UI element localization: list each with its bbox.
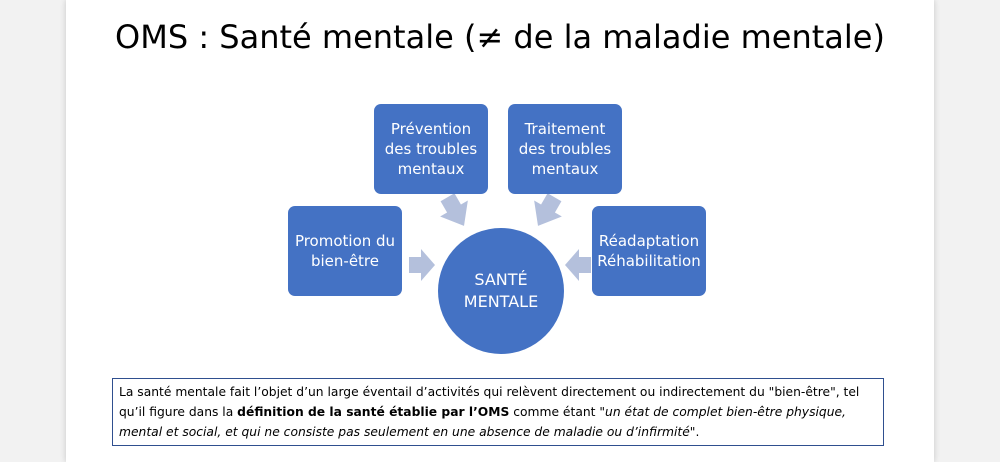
box-traitement: Traitement des troubles mentaux: [508, 104, 622, 194]
definition-text: La santé mentale fait l’objet d’un large…: [119, 385, 860, 419]
arrow-prevention: [440, 193, 468, 226]
slide: OMS : Santé mentale (≠ de la maladie men…: [66, 0, 934, 462]
center-circle: SANTÉ MENTALE: [438, 228, 564, 354]
box-promotion: Promotion du bien-être: [288, 206, 402, 296]
arrow-readaptation: [565, 249, 591, 281]
definition-box: La santé mentale fait l’objet d’un large…: [112, 378, 884, 446]
definition-bold: définition de la santé établie par l’OMS: [237, 405, 510, 419]
box-readaptation: Réadaptation Réhabilitation: [592, 206, 706, 296]
definition-quote: "un état de complet bien-être physique, …: [119, 405, 846, 439]
arrow-promotion: [409, 249, 435, 281]
diagram: Prévention des troubles mentaux Traiteme…: [66, 0, 934, 370]
arrow-traitement: [534, 193, 562, 226]
slide-title: OMS : Santé mentale (≠ de la maladie men…: [115, 18, 885, 56]
box-prevention: Prévention des troubles mentaux: [374, 104, 488, 194]
definition-text-2: comme étant: [509, 405, 600, 419]
definition-end: .: [695, 425, 700, 439]
